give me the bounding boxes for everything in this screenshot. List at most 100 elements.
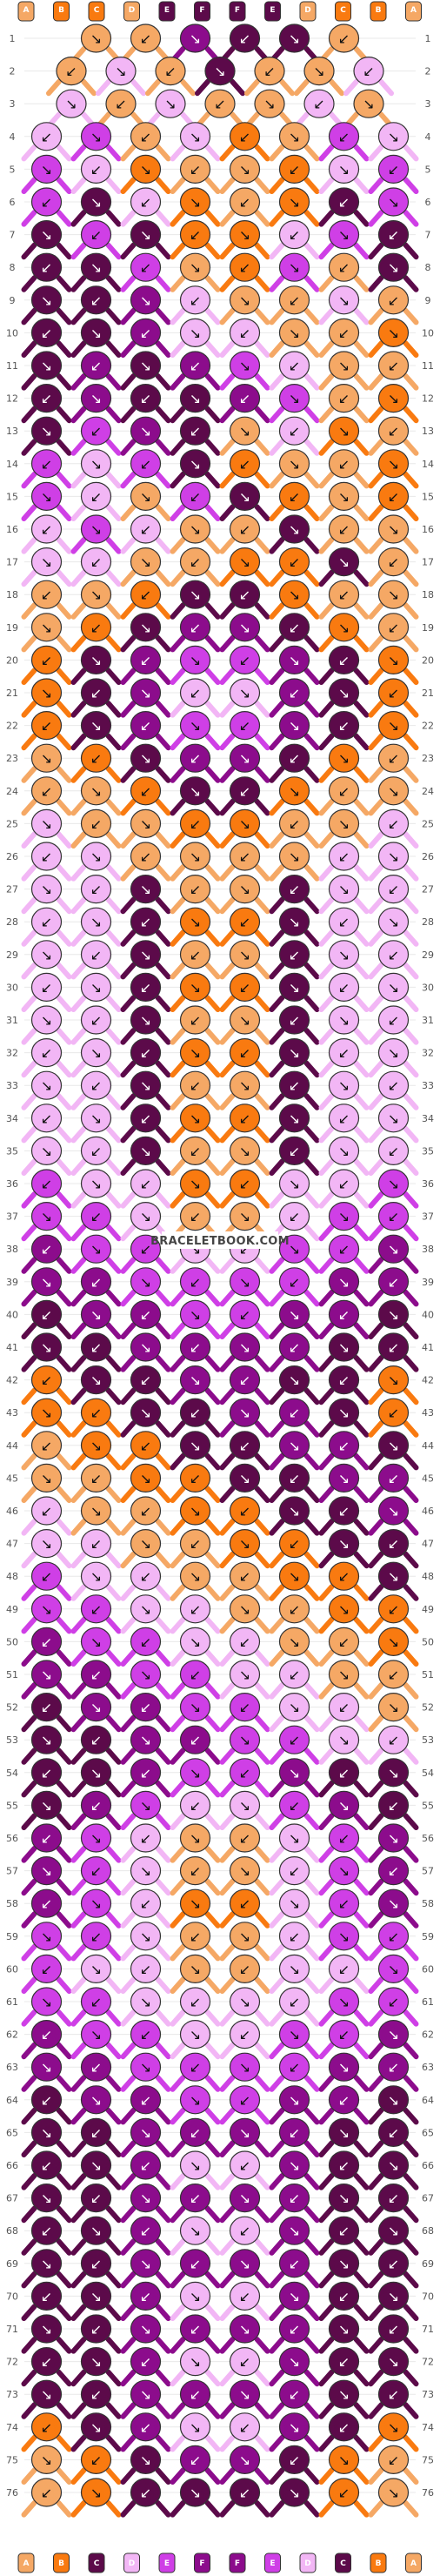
knot-arrow: ↙: [388, 1077, 399, 1094]
knot-arrow: ↘: [289, 194, 300, 211]
knot: [179, 122, 211, 151]
knot-arrow: ↙: [239, 587, 250, 603]
knot: [328, 154, 360, 184]
thread-segment: [254, 2238, 270, 2256]
knot: [377, 907, 410, 936]
thread-segment: [403, 1257, 419, 1274]
knot-arrow: ↘: [388, 1895, 399, 1912]
thread-segment: [120, 1257, 137, 1274]
thread-segment: [105, 766, 122, 783]
thread-segment: [353, 2304, 370, 2321]
knot: [328, 2478, 360, 2507]
knot: [130, 23, 162, 53]
thread-segment: [403, 340, 419, 358]
knot: [229, 1201, 261, 1231]
thread-segment: [155, 1028, 171, 1045]
thread-segment: [120, 504, 137, 521]
knot-arrow: ↘: [388, 391, 399, 407]
thread-segment: [21, 1486, 37, 1503]
thread-segment: [56, 1813, 72, 1830]
knot-arrow: ↙: [338, 1765, 350, 1781]
knot: [229, 2150, 261, 2180]
thread-segment: [403, 2369, 419, 2387]
thread-segment: [170, 1452, 186, 1471]
knot-arrow: ↙: [239, 914, 250, 930]
knot: [30, 580, 63, 609]
thread-segment: [269, 2173, 285, 2190]
thread-segment: [368, 2500, 384, 2518]
row-number-right: 4: [425, 131, 431, 143]
thread-segment: [353, 1420, 370, 1438]
knot: [377, 547, 410, 577]
thread-segment: [219, 2009, 236, 2027]
thread-segment: [318, 2173, 335, 2190]
knot: [328, 1463, 360, 1493]
knot-arrow: ↙: [90, 161, 102, 178]
thread-segment: [269, 2075, 285, 2092]
knot: [130, 2347, 162, 2377]
thread-segment: [403, 1224, 419, 1242]
knot-arrow: ↙: [140, 1241, 151, 1258]
thread-segment: [254, 2140, 270, 2157]
knot: [30, 2347, 63, 2377]
thread-segment: [70, 602, 87, 620]
thread-segment: [21, 1813, 37, 1830]
thread-segment: [303, 1616, 320, 1634]
knot-arrow: ↙: [239, 2223, 250, 2239]
knot-arrow: ↘: [289, 1438, 300, 1454]
thread-segment: [105, 667, 122, 685]
thread-segment: [353, 537, 370, 554]
thread-segment: [56, 1125, 72, 1144]
knot: [80, 1169, 112, 1198]
knot: [377, 1201, 410, 1231]
thread-segment: [155, 798, 171, 816]
knot: [377, 1888, 410, 1918]
knot: [377, 481, 410, 512]
thread-segment: [170, 1911, 186, 1929]
knot: [328, 1660, 360, 1689]
thread-segment: [303, 2042, 320, 2060]
thread-segment: [269, 1813, 285, 1830]
thread-segment: [56, 1191, 72, 1209]
knot: [377, 220, 410, 250]
thread-segment: [219, 995, 236, 1012]
thread-segment: [403, 275, 419, 292]
knot-arrow: ↘: [140, 161, 151, 178]
thread-segment: [70, 798, 87, 816]
thread-segment: [254, 1452, 270, 1471]
row-number-left: 7: [10, 230, 16, 241]
strand-label-top: A: [410, 6, 417, 15]
thread-segment: [170, 2304, 186, 2321]
thread-segment: [105, 1943, 122, 1962]
knot-arrow: ↙: [338, 979, 350, 996]
knot: [303, 89, 335, 118]
thread-segment: [105, 1224, 122, 1242]
knot: [278, 1692, 310, 1722]
knot-arrow: ↘: [90, 1438, 102, 1454]
knot: [80, 1790, 112, 1820]
thread-segment: [303, 2173, 320, 2190]
knot-arrow: ↘: [289, 2288, 300, 2304]
thread-segment: [368, 1322, 384, 1339]
knot: [130, 808, 162, 839]
thread-segment: [120, 1486, 137, 1503]
knot: [130, 1561, 162, 1591]
thread-segment: [204, 1125, 221, 1144]
knot: [179, 1888, 211, 1918]
knot-arrow: ↙: [338, 783, 350, 800]
thread-segment: [269, 1584, 285, 1601]
knot: [179, 1954, 211, 1983]
thread-segment: [105, 2467, 122, 2485]
knot-arrow: ↘: [41, 1143, 52, 1159]
thread-segment: [21, 2434, 37, 2452]
knot-arrow: ↘: [338, 685, 350, 701]
knot: [179, 285, 211, 315]
knot-arrow: ↙: [140, 1045, 151, 1062]
knot-arrow: ↘: [190, 1372, 201, 1389]
thread-segment: [254, 569, 270, 587]
thread-segment: [56, 2467, 72, 2485]
knot-arrow: ↘: [289, 325, 300, 341]
knot: [80, 1856, 112, 1886]
thread-segment: [70, 2434, 87, 2452]
knot-arrow: ↙: [190, 685, 201, 701]
